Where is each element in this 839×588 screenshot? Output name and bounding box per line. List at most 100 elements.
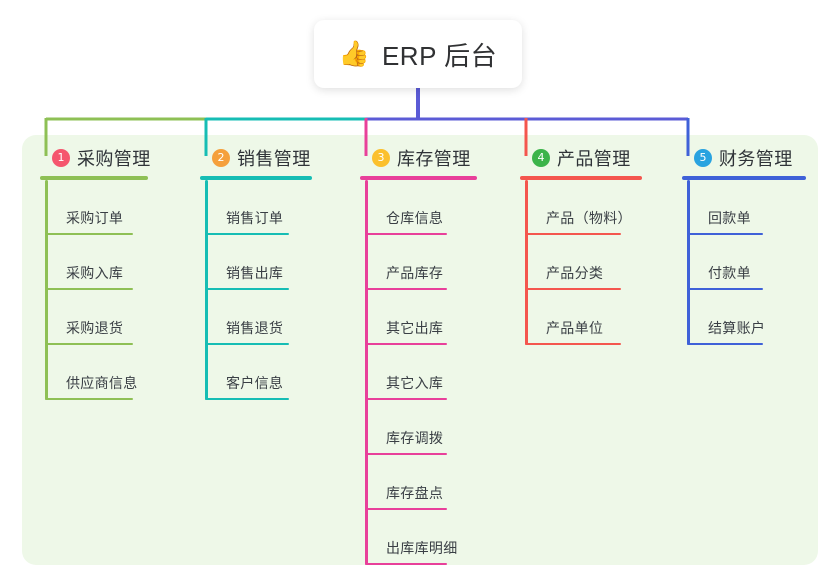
branch-item-label: 采购订单: [66, 210, 124, 226]
branch-item-label: 采购入库: [66, 265, 124, 281]
branch-item-rule: [365, 508, 447, 510]
branch-item-rule: [205, 343, 289, 345]
branch-item[interactable]: 产品库存: [360, 235, 477, 290]
branch-item[interactable]: 回款单: [682, 180, 806, 235]
branch-number-badge: 4: [532, 149, 550, 167]
branch-item-rule: [365, 453, 447, 455]
branch-header-2[interactable]: 2 销售管理: [200, 145, 312, 171]
branch-item[interactable]: 产品单位: [520, 290, 642, 345]
branch-item[interactable]: 仓库信息: [360, 180, 477, 235]
branch-item-label: 付款单: [708, 265, 751, 281]
branch-column-3: 3 库存管理仓库信息产品库存其它出库其它入库库存调拨库存盘点出库库明细: [360, 145, 477, 565]
branch-item-rule: [525, 288, 621, 290]
branch-item-label: 库存调拨: [386, 430, 444, 446]
branch-number-badge: 5: [694, 149, 712, 167]
branch-item[interactable]: 其它入库: [360, 345, 477, 400]
branch-item-label: 产品库存: [386, 265, 444, 281]
branch-number-badge: 2: [212, 149, 230, 167]
diagram-panel: [22, 135, 818, 565]
branch-item[interactable]: 产品（物料）: [520, 180, 642, 235]
branch-item[interactable]: 产品分类: [520, 235, 642, 290]
branch-item-rule: [45, 343, 133, 345]
branch-header-3[interactable]: 3 库存管理: [360, 145, 477, 171]
branch-item[interactable]: 销售订单: [200, 180, 312, 235]
branch-item-list: 采购订单采购入库采购退货供应商信息: [40, 180, 151, 400]
branch-item[interactable]: 库存调拨: [360, 400, 477, 455]
root-node-title: ERP 后台: [381, 40, 498, 71]
branch-item-label: 结算账户: [708, 320, 766, 336]
branch-title: 采购管理: [77, 149, 151, 169]
branch-item[interactable]: 采购入库: [40, 235, 151, 290]
branch-item-label: 产品单位: [546, 320, 604, 336]
branch-item-label: 客户信息: [226, 375, 284, 391]
branch-item-rule: [365, 288, 447, 290]
branch-item[interactable]: 客户信息: [200, 345, 312, 400]
branch-item-label: 仓库信息: [386, 210, 444, 226]
branch-item-label: 其它出库: [386, 320, 444, 336]
branch-item[interactable]: 采购订单: [40, 180, 151, 235]
branch-header-rule: [200, 176, 312, 180]
branch-item-label: 采购退货: [66, 320, 124, 336]
branch-item-rule: [687, 343, 763, 345]
branch-item-list: 仓库信息产品库存其它出库其它入库库存调拨库存盘点出库库明细: [360, 180, 477, 565]
branch-item-rule: [365, 398, 447, 400]
branch-item-rule: [45, 398, 133, 400]
branch-item[interactable]: 其它出库: [360, 290, 477, 345]
branch-item[interactable]: 付款单: [682, 235, 806, 290]
branch-title: 产品管理: [557, 149, 631, 169]
branch-item-label: 销售退货: [226, 320, 284, 336]
branch-spine: [687, 180, 690, 345]
branch-column-5: 5 财务管理回款单付款单结算账户: [682, 145, 806, 345]
branch-item[interactable]: 销售退货: [200, 290, 312, 345]
branch-item-list: 回款单付款单结算账户: [682, 180, 806, 345]
branch-item[interactable]: 库存盘点: [360, 455, 477, 510]
thumbs-up-icon: 👍: [338, 39, 370, 68]
branch-spine: [45, 180, 48, 400]
branch-item-list: 产品（物料） 产品分类产品单位: [520, 180, 642, 345]
branch-spine: [205, 180, 208, 400]
branch-number-badge: 1: [52, 149, 70, 167]
branch-item-label: 供应商信息: [66, 375, 138, 391]
branch-item-rule: [205, 288, 289, 290]
branch-item-label: 出库库明细: [386, 540, 458, 556]
branch-item[interactable]: 供应商信息: [40, 345, 151, 400]
branch-item-label: 回款单: [708, 210, 751, 226]
branch-header-rule: [360, 176, 477, 180]
branch-title: 库存管理: [397, 149, 471, 169]
branch-item-list: 销售订单销售出库销售退货客户信息: [200, 180, 312, 400]
branch-item-rule: [687, 288, 763, 290]
branch-item-label: 销售订单: [226, 210, 284, 226]
branch-item-rule: [365, 563, 447, 565]
branch-header-rule: [520, 176, 642, 180]
branch-item-label: 其它入库: [386, 375, 444, 391]
branch-item-rule: [45, 288, 133, 290]
branch-header-4[interactable]: 4 产品管理: [520, 145, 642, 171]
branch-item-rule: [525, 343, 621, 345]
branch-item-rule: [205, 398, 289, 400]
branch-header-1[interactable]: 1 采购管理: [40, 145, 151, 171]
root-node-erp[interactable]: 👍 ERP 后台: [314, 20, 522, 88]
branch-item-label: 库存盘点: [386, 485, 444, 501]
branch-header-rule: [40, 176, 148, 180]
branch-item[interactable]: 出库库明细: [360, 510, 477, 565]
branch-spine: [365, 180, 368, 565]
branch-item[interactable]: 结算账户: [682, 290, 806, 345]
branch-column-4: 4 产品管理产品（物料） 产品分类产品单位: [520, 145, 642, 345]
branch-title: 销售管理: [237, 149, 311, 169]
branch-item-rule: [365, 233, 447, 235]
branch-header-rule: [682, 176, 806, 180]
branch-item-rule: [687, 233, 763, 235]
branch-title: 财务管理: [719, 149, 793, 169]
branch-item-label: 销售出库: [226, 265, 284, 281]
branch-header-5[interactable]: 5 财务管理: [682, 145, 806, 171]
branch-item-label: 产品分类: [546, 265, 604, 281]
branch-number-badge: 3: [372, 149, 390, 167]
branch-item-rule: [205, 233, 289, 235]
branch-item-rule: [365, 343, 447, 345]
branch-item[interactable]: 销售出库: [200, 235, 312, 290]
branch-item-label: 产品（物料）: [546, 210, 632, 226]
branch-column-2: 2 销售管理销售订单销售出库销售退货客户信息: [200, 145, 312, 400]
branch-item[interactable]: 采购退货: [40, 290, 151, 345]
branch-item-rule: [525, 233, 621, 235]
